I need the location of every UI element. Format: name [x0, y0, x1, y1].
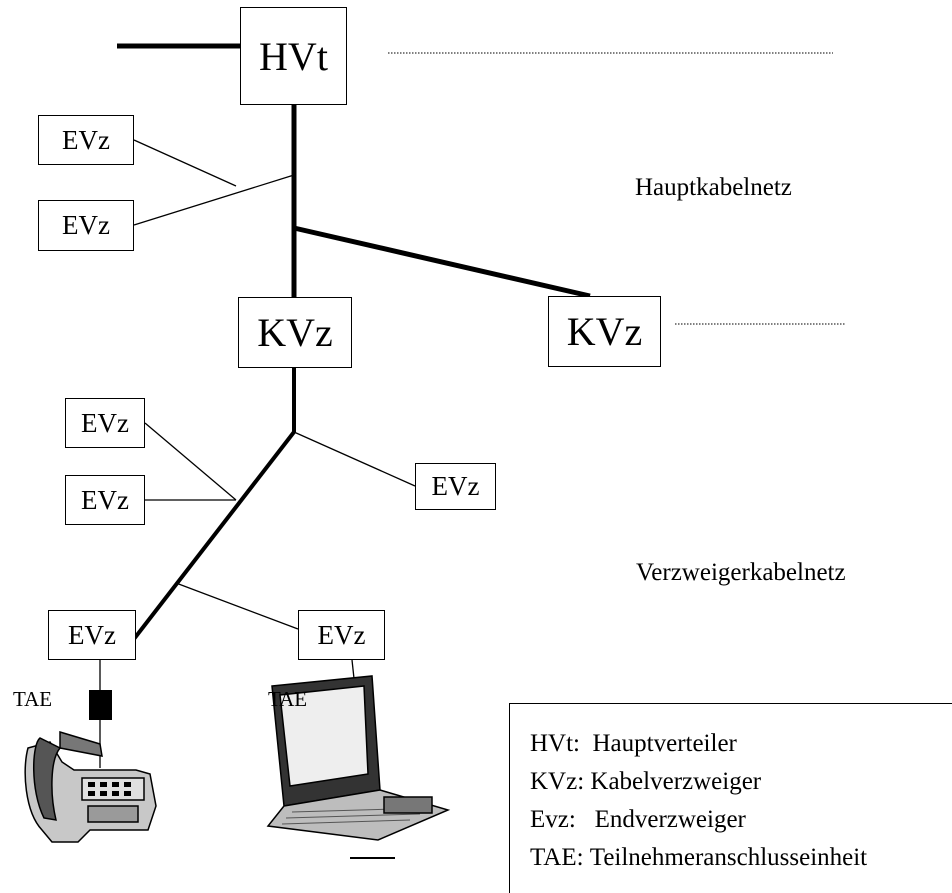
- area-label-hauptkabelnetz: Hauptkabelnetz: [635, 174, 792, 201]
- tae-label-left: TAE: [13, 687, 53, 711]
- kvz-left-node: KVz: [238, 297, 352, 368]
- legend-abbr: HVt:: [530, 730, 580, 757]
- legend-abbr: TAE:: [530, 844, 584, 871]
- laptop-icon: [266, 675, 451, 859]
- evz-mid-3-node: EVz: [415, 463, 496, 510]
- legend-abbr: KVz:: [530, 768, 585, 795]
- evz-mid-2-node: EVz: [65, 475, 145, 525]
- link-evz-top-1: [133, 139, 237, 187]
- tae-label-right: TAE: [268, 687, 308, 711]
- legend-text: Hauptverteiler: [592, 730, 737, 757]
- legend-row-tae: TAE: Teilnehmeranschlusseinheit: [530, 844, 867, 872]
- branch-cable-diagonal: [125, 430, 296, 650]
- evz-top-1-node: EVz: [38, 115, 134, 165]
- main-cable-to-right-kvz: [293, 225, 591, 299]
- legend-box: HVt: Hauptverteiler KVz: Kabelverzweiger…: [509, 703, 952, 893]
- evz-mid-1-node: EVz: [65, 398, 145, 448]
- legend-text: Endverzweiger: [594, 806, 746, 833]
- legend-row-kvz: KVz: Kabelverzweiger: [530, 768, 761, 796]
- tae-socket-left: [89, 690, 112, 720]
- link-evz-top-2: [133, 174, 295, 226]
- telephone-icon: [24, 730, 157, 843]
- legend-text: Kabelverzweiger: [590, 768, 762, 795]
- link-evz-mid-3: [293, 431, 416, 487]
- hvt-node: HVt: [240, 7, 347, 105]
- evz-bottom-1-node: EVz: [48, 610, 136, 660]
- legend-abbr: Evz:: [530, 806, 576, 833]
- evz-top-2-node: EVz: [38, 200, 134, 251]
- link-evz-mid-1: [144, 422, 237, 501]
- legend-row-hvt: HVt: Hauptverteiler: [530, 730, 737, 758]
- legend-text: Teilnehmeranschlusseinheit: [589, 844, 868, 871]
- link-evz-bottom-2: [175, 582, 299, 630]
- area-label-verzweigerkabelnetz: Verzweigerkabelnetz: [636, 559, 846, 586]
- legend-row-evz: Evz: Endverzweiger: [530, 806, 746, 834]
- kvz-right-node: KVz: [548, 296, 661, 367]
- evz-bottom-2-node: EVz: [298, 610, 385, 660]
